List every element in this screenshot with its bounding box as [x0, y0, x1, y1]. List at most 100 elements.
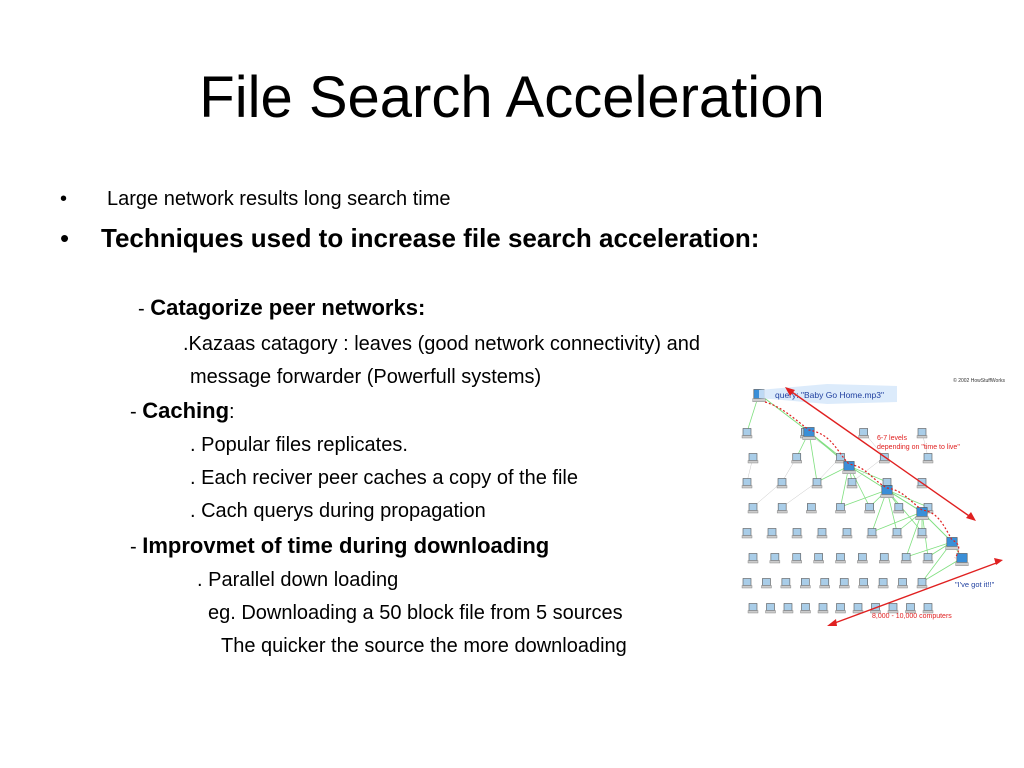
- network-graph: query: "Baby Go Home.mp3" © 2002 HowStuf…: [741, 377, 1005, 626]
- bullet-text-search-time: Large network results long search time: [107, 188, 451, 210]
- network-edge: [758, 393, 810, 433]
- network-edge: [886, 489, 923, 513]
- computer-icon: [747, 603, 759, 614]
- section-line: . Parallel down loading: [197, 569, 399, 591]
- network-edge: [851, 456, 885, 483]
- slide-title: File Search Acceleration: [199, 65, 825, 130]
- section-line: . Popular files replicates.: [190, 434, 408, 456]
- computer-icon: [842, 461, 856, 475]
- bullet-marker: •: [60, 223, 70, 253]
- computer-icon: [747, 453, 759, 464]
- section-line: eg. Downloading a 50 block file from 5 s…: [208, 602, 623, 624]
- network-edge: [808, 431, 818, 483]
- computer-icon: [922, 553, 934, 564]
- network-edge: [782, 481, 818, 508]
- computer-icon: [776, 503, 788, 514]
- section-line: The quicker the source the more download…: [221, 635, 627, 657]
- computer-icon: [835, 503, 846, 514]
- computers-label: 8,000 - 10,000 computers: [872, 613, 952, 620]
- network-edge: [921, 557, 963, 583]
- computer-icon: [857, 553, 868, 564]
- computer-icon: [741, 578, 753, 589]
- computer-icon: [852, 603, 864, 614]
- section-line: . Cach querys during propagation: [190, 500, 486, 522]
- computer-icon: [769, 553, 781, 564]
- levels-label-line2: depending on "time to live": [877, 444, 960, 451]
- section-line: message forwarder (Powerfull systems): [190, 366, 542, 388]
- bullet-text-techniques: Techniques used to increase file search …: [101, 223, 760, 253]
- computer-icon: [915, 507, 929, 521]
- section-dash: -: [138, 298, 151, 320]
- computer-icon: [782, 603, 794, 614]
- computer-icon: [802, 427, 816, 441]
- computer-icon: [858, 578, 869, 589]
- got-it-label: "I've got it!!": [955, 580, 995, 589]
- section-dash: -: [130, 536, 143, 558]
- computers-arrow-head-end: [994, 558, 1003, 565]
- computer-icon: [846, 478, 858, 489]
- computer-icon: [765, 603, 776, 614]
- computer-icon: [791, 528, 803, 539]
- network-edge: [906, 541, 953, 558]
- computer-icon: [877, 578, 889, 589]
- network-edge: [848, 465, 888, 491]
- computer-icon: [819, 578, 830, 589]
- computer-icon: [887, 603, 899, 614]
- bullet-marker: •: [60, 188, 68, 210]
- computer-icon: [922, 603, 934, 614]
- levels-arrow: [788, 389, 973, 519]
- computer-icon: [955, 553, 969, 567]
- computer-icon: [864, 503, 875, 514]
- computer-icon: [835, 603, 846, 614]
- section-heading-categorize: - Catagorize peer networks:: [138, 294, 425, 323]
- section-heading-download: - Improvmet of time during downloading: [130, 532, 549, 561]
- computer-icon: [817, 603, 829, 614]
- levels-label-line1: 6-7 levels: [877, 435, 907, 442]
- computer-icon: [816, 528, 828, 539]
- computer-icon: [766, 528, 778, 539]
- computer-icon: [741, 428, 753, 439]
- computer-icon: [800, 603, 811, 614]
- computer-icon: [916, 528, 928, 539]
- computer-icon: [791, 453, 802, 464]
- computer-icon: [761, 578, 772, 589]
- computer-icon: [916, 578, 928, 589]
- computer-icon: [841, 528, 853, 539]
- network-edge: [840, 489, 888, 508]
- query-propagation-path: [764, 401, 960, 559]
- copyright-label: © 2002 HowStuffWorks: [953, 377, 1005, 384]
- computer-icon: [879, 553, 890, 564]
- peer-network-diagram: query: "Baby Go Home.mp3" © 2002 HowStuf…: [737, 372, 1007, 630]
- computer-icon: [800, 578, 811, 589]
- query-label: query: "Baby Go Home.mp3": [775, 390, 884, 400]
- computer-icon: [813, 553, 824, 564]
- network-edge: [886, 489, 929, 508]
- computer-icon: [900, 553, 912, 564]
- section-heading-text: Improvmet of time during downloading: [142, 533, 550, 558]
- computer-icon: [741, 478, 753, 489]
- computer-icon: [891, 528, 903, 539]
- query-beam: [759, 384, 897, 404]
- computers-arrow: [831, 561, 1000, 625]
- section-dash: -: [130, 401, 143, 423]
- computer-icon: [741, 528, 753, 539]
- computer-icon: [791, 553, 802, 564]
- computers-arrow-head-start: [827, 619, 837, 626]
- computer-icon: [776, 478, 788, 489]
- section-heading-suffix: :: [229, 401, 235, 423]
- computer-icon: [839, 578, 850, 589]
- section-heading-text: Caching: [142, 398, 230, 423]
- computer-icon: [858, 428, 869, 439]
- section-line: .Kazaas catagory : leaves (good network …: [183, 333, 700, 355]
- computer-icon: [905, 603, 916, 614]
- computer-icon: [811, 478, 823, 489]
- computer-icon: [880, 485, 894, 499]
- section-line: . Each reciver peer caches a copy of the…: [190, 467, 578, 489]
- section-heading-caching: - Caching:: [130, 397, 235, 426]
- computer-icon: [835, 553, 846, 564]
- levels-arrow-head-end: [966, 512, 976, 521]
- computer-icon: [780, 578, 792, 589]
- network-nodes: [741, 389, 969, 614]
- computer-icon: [806, 503, 817, 514]
- computer-icon: [916, 428, 928, 439]
